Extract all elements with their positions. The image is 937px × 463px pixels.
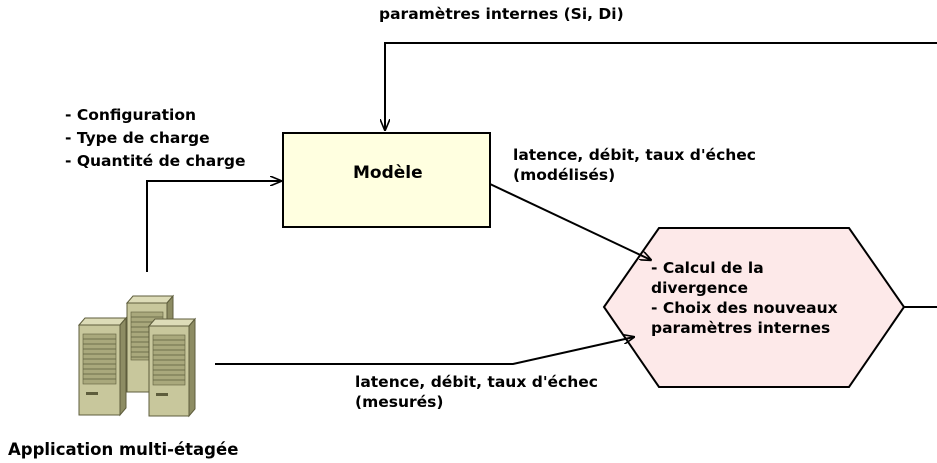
feedback-top-arrow bbox=[385, 42, 937, 130]
inputs-list: - Configuration - Type de charge - Quant… bbox=[65, 104, 246, 173]
inputs-item: - Quantité de charge bbox=[65, 152, 246, 170]
measured-metrics-label: latence, débit, taux d'échec (mesurés) bbox=[355, 372, 598, 412]
modeled-metrics-line: latence, débit, taux d'échec bbox=[513, 146, 756, 164]
divergence-hexagon-text: - Calcul de la divergence - Choix des no… bbox=[651, 258, 838, 338]
measured-metrics-arrow bbox=[215, 337, 634, 365]
modeled-metrics-line: (modélisés) bbox=[513, 166, 616, 184]
hexagon-line: - Choix des nouveaux bbox=[651, 299, 838, 317]
application-label: Application multi-étagée bbox=[8, 440, 239, 459]
feedback-label: paramètres internes (Si, Di) bbox=[379, 5, 624, 23]
measured-metrics-line: (mesurés) bbox=[355, 393, 444, 411]
server-rack-icon bbox=[77, 294, 197, 418]
inputs-arrow bbox=[146, 181, 281, 272]
hexagon-line: paramètres internes bbox=[651, 319, 831, 337]
modeled-metrics-label: latence, débit, taux d'échec (modélisés) bbox=[513, 145, 756, 185]
model-box bbox=[282, 132, 491, 228]
inputs-item: - Configuration bbox=[65, 106, 197, 124]
inputs-item: - Type de charge bbox=[65, 129, 210, 147]
server-tower-left bbox=[77, 316, 128, 417]
modeled-metrics-arrow bbox=[489, 183, 651, 260]
server-tower-right bbox=[147, 317, 197, 418]
measured-metrics-line: latence, débit, taux d'échec bbox=[355, 373, 598, 391]
model-box-label: Modèle bbox=[353, 163, 423, 183]
hexagon-line: divergence bbox=[651, 279, 749, 297]
hexagon-line: - Calcul de la bbox=[651, 259, 764, 277]
